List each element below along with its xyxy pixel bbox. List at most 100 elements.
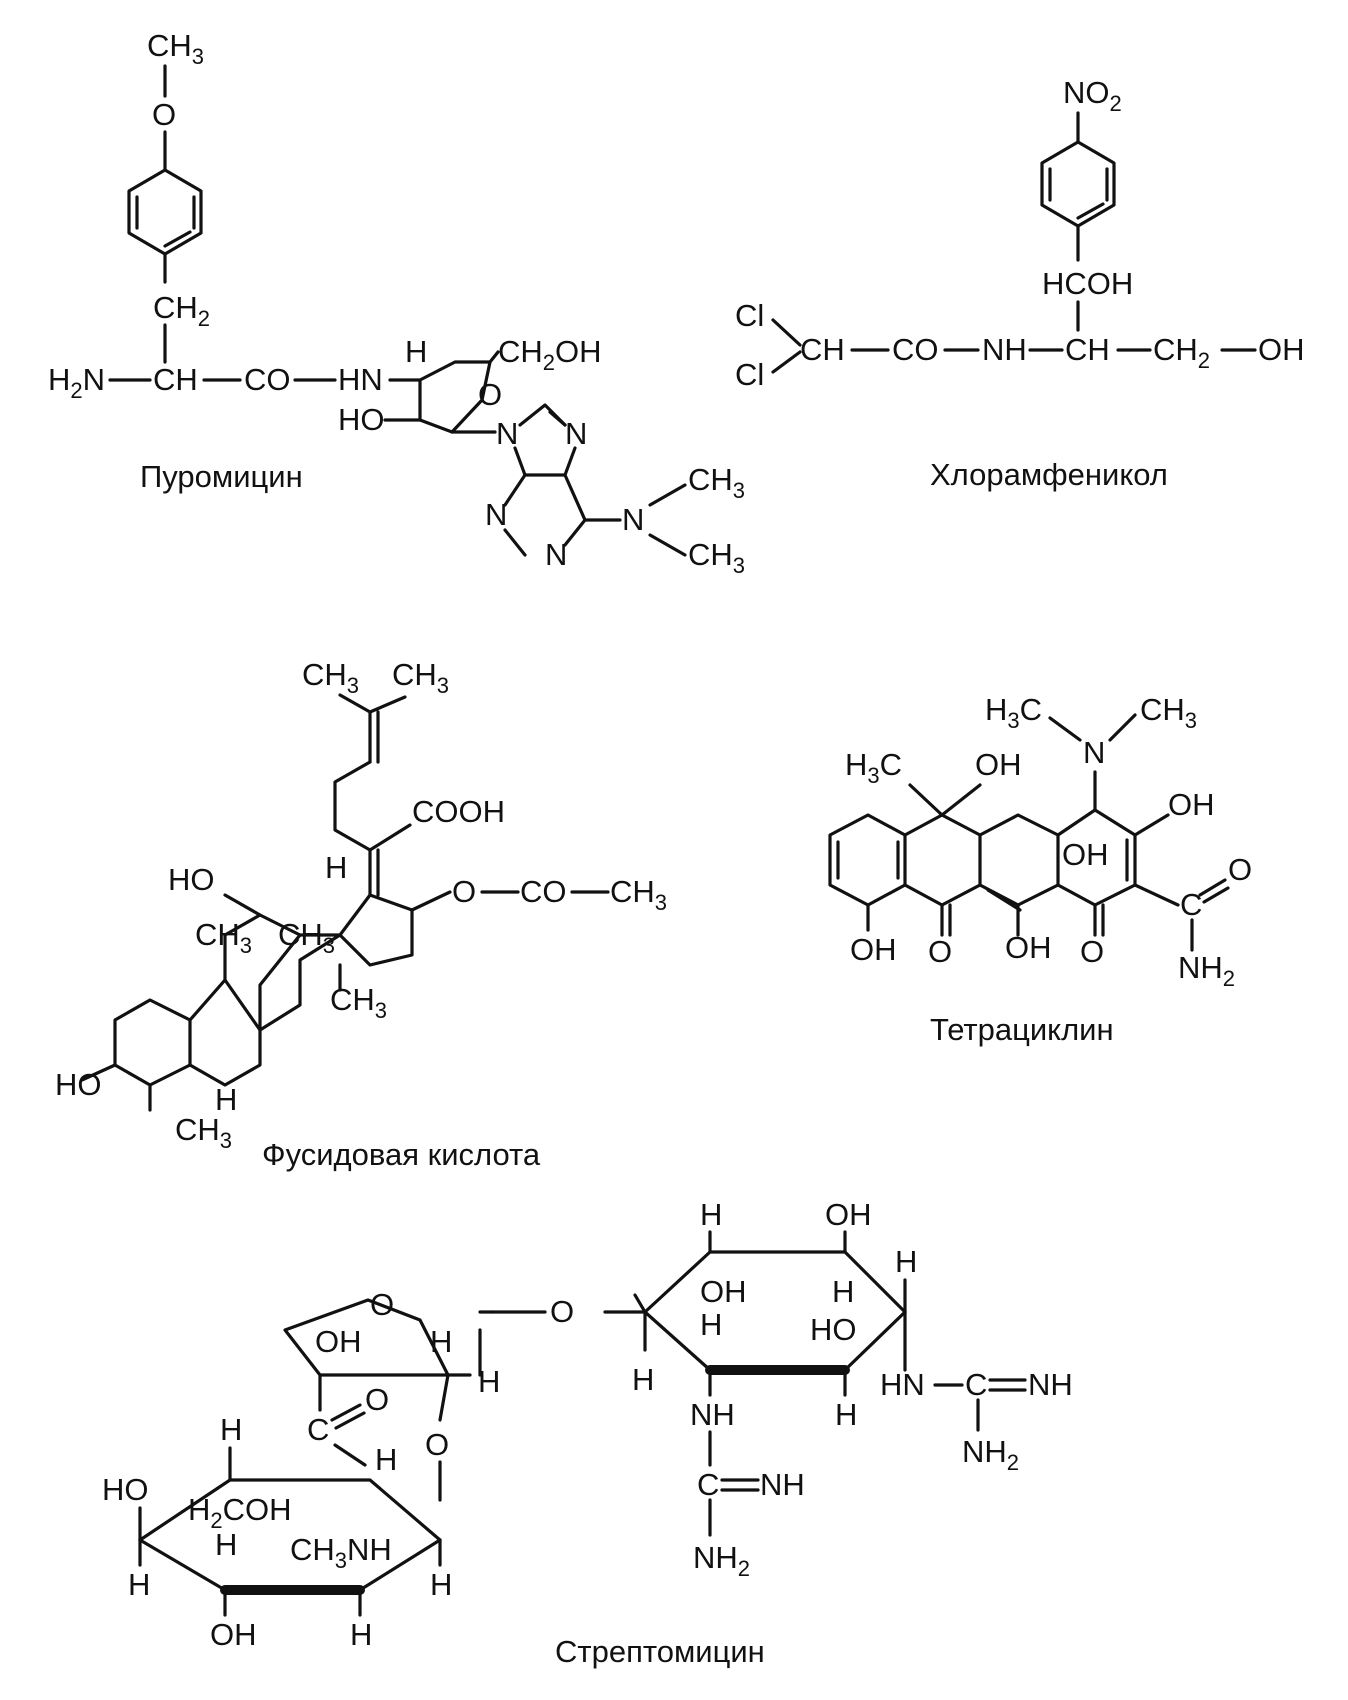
strepto-c-ald: C (307, 1412, 329, 1447)
puromycin-ch: CH (153, 362, 198, 397)
strepto-h-ald: H (375, 1442, 397, 1477)
fusidic-ch3-c14: CH3 (330, 982, 387, 1023)
chloramphenicol-cl-top: Cl (735, 298, 764, 333)
fusidic-ch3-right: CH3 (392, 657, 449, 698)
fusidic-ch3-c10: CH3 (195, 917, 252, 958)
puromycin-caption: Пуромицин (140, 459, 303, 494)
strepto-h2coh: H2COH (188, 1492, 292, 1533)
strepto-h-furan2: H (478, 1364, 500, 1399)
fusidic-ch3-c4: CH3 (175, 1112, 232, 1153)
streptomycin-caption: Стрептомицин (555, 1634, 765, 1669)
fusidic-cooh: COOH (412, 794, 505, 829)
puromycin-ch3-a: CH3 (688, 462, 745, 503)
strepto-h-g4: H (430, 1567, 452, 1602)
chloramphenicol-no2: NO2 (1063, 75, 1122, 116)
streptomycin-structure: H OH OH H H H HO H O HN C NH NH2 H NH C … (102, 1197, 1073, 1669)
strepto-o-ald: O (365, 1382, 389, 1417)
tetracycline-oh-c12: OH (1005, 930, 1052, 965)
tetracycline-ch3-n: CH3 (1140, 692, 1197, 733)
chloramphenicol-cl-bottom: Cl (735, 357, 764, 392)
strepto-nh-gu2: NH (690, 1397, 735, 1432)
tetracycline-h3c-n: H3C (985, 692, 1042, 733)
strepto-nh2-gu1: NH2 (962, 1434, 1019, 1475)
puromycin-n3: N (485, 497, 507, 532)
strepto-hn-gu1: HN (880, 1367, 925, 1402)
strepto-h1: H (700, 1197, 722, 1232)
chloramphenicol-nh: NH (982, 332, 1027, 367)
strepto-h5: H (632, 1362, 654, 1397)
chloramphenicol-ch-center: CH (1065, 332, 1110, 367)
strepto-h-furan: H (430, 1324, 452, 1359)
strepto-oh-g: OH (210, 1617, 257, 1652)
tetracycline-oh-c6: OH (975, 747, 1022, 782)
strepto-h3: H (895, 1244, 917, 1279)
fusidic-h-c5: H (215, 1082, 237, 1117)
tetracycline-n: N (1083, 735, 1105, 770)
tetracycline-o-c11: O (928, 934, 952, 969)
strepto-c-gu2: C (697, 1467, 719, 1502)
tetracycline-nh2: NH2 (1178, 950, 1235, 991)
strepto-o-furan: O (370, 1287, 394, 1322)
puromycin-ch3-b: CH3 (688, 537, 745, 578)
strepto-h4: H (700, 1307, 722, 1342)
puromycin-methoxy-o: O (152, 97, 176, 132)
chloramphenicol-ch2: CH2 (1153, 332, 1210, 373)
chloramphenicol-ch: CH (800, 332, 845, 367)
strepto-nh-gu2b: NH (760, 1467, 805, 1502)
puromycin-ch2oh: CH2OH (498, 334, 602, 375)
tetracycline-o-amide: O (1228, 852, 1252, 887)
strepto-o-glyc: O (550, 1294, 574, 1329)
chloramphenicol-co: CO (892, 332, 939, 367)
strepto-ho-g: HO (102, 1472, 149, 1507)
tetracycline-oh-c12a: OH (1062, 837, 1109, 872)
fusidic-ch3-c8: CH3 (278, 917, 335, 958)
puromycin-structure: CH3 O CH2 H2N CH CO HN H CH2OH O HO N N … (48, 28, 745, 578)
tetracycline-o-c1: O (1080, 934, 1104, 969)
tetracycline-h3c: H3C (845, 747, 902, 788)
puromycin-n7: N (565, 416, 587, 451)
strepto-oh1: OH (825, 1197, 872, 1232)
fusidic-ho-c3: HO (55, 1067, 102, 1102)
chloramphenicol-oh: OH (1258, 332, 1305, 367)
strepto-nh-gu1: NH (1028, 1367, 1073, 1402)
puromycin-ch2: CH2 (153, 290, 210, 331)
puromycin-ring-o: O (478, 377, 502, 412)
strepto-h-g1: H (220, 1412, 242, 1447)
strepto-h-g2: H (215, 1527, 237, 1562)
strepto-h6: H (835, 1397, 857, 1432)
strepto-oh2: OH (700, 1274, 747, 1309)
chloramphenicol-hcoh: HCOH (1042, 266, 1133, 301)
tetracycline-caption: Тетрациклин (930, 1012, 1114, 1047)
strepto-oh-furan: OH (315, 1324, 362, 1359)
tetracycline-c-amide: C (1180, 887, 1202, 922)
strepto-o-link: O (425, 1427, 449, 1462)
strepto-h-g3: H (128, 1567, 150, 1602)
puromycin-h2n: H2N (48, 362, 105, 403)
chloramphenicol-caption: Хлорамфеникол (930, 457, 1168, 492)
fusidic-h-c17: H (325, 850, 347, 885)
strepto-ch3nh: CH3NH (290, 1532, 392, 1573)
fusidic-o-ester: O (452, 874, 476, 909)
fusidic-acid-caption: Фусидовая кислота (262, 1137, 541, 1172)
strepto-nh2-gu2: NH2 (693, 1540, 750, 1581)
strepto-c-gu1: C (965, 1367, 987, 1402)
fusidic-ho-c11: HO (168, 862, 215, 897)
puromycin-hn: HN (338, 362, 383, 397)
puromycin-sugar-h: H (405, 334, 427, 369)
puromycin-n1: N (545, 537, 567, 572)
fusidic-co-ester: CO (520, 874, 567, 909)
strepto-h2: H (832, 1274, 854, 1309)
tetracycline-oh-c3: OH (1168, 787, 1215, 822)
fusidic-acid-structure: CH3 CH3 COOH H O CO CH3 HO CH3 CH3 CH3 H… (55, 657, 667, 1172)
puromycin-ho: HO (338, 402, 385, 437)
strepto-h-g5: H (350, 1617, 372, 1652)
puromycin-co: CO (244, 362, 291, 397)
puromycin-ch3-top: CH3 (147, 28, 204, 69)
puromycin-n9: N (496, 416, 518, 451)
puromycin-n6: N (622, 502, 644, 537)
strepto-ho3: HO (810, 1312, 857, 1347)
tetracycline-structure: H3C N CH3 H3C OH OH O OH OH OH O C O NH2 (828, 692, 1252, 1047)
fusidic-ch3-left: CH3 (302, 657, 359, 698)
fusidic-ch3-ester: CH3 (610, 874, 667, 915)
